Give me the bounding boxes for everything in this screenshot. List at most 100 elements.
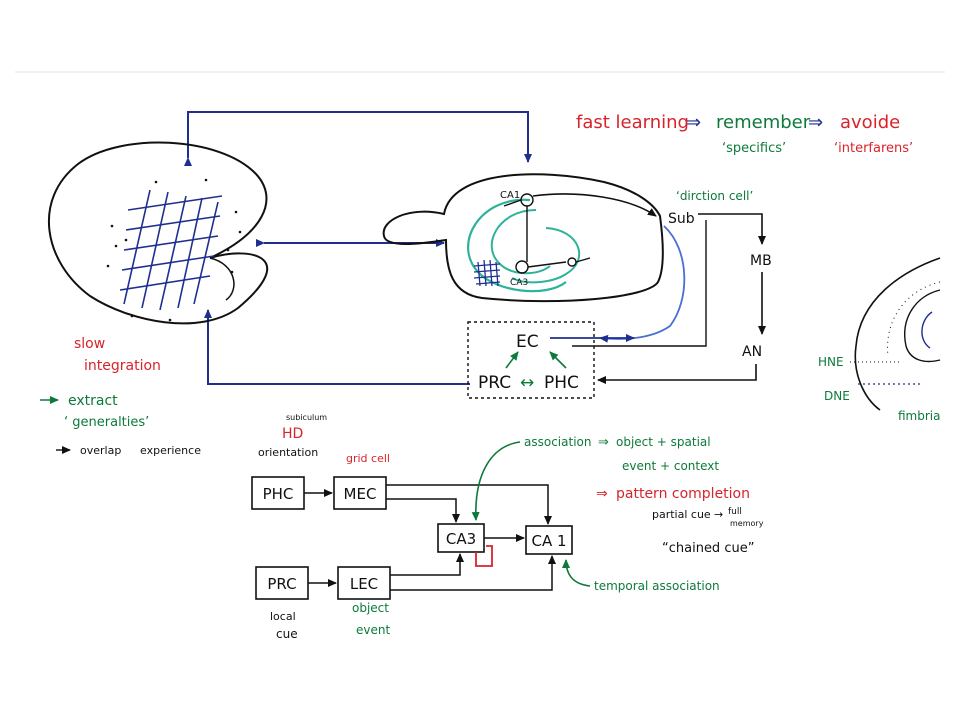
experience-text: experience — [140, 444, 201, 457]
mec-to-ca3-arrow — [386, 498, 460, 523]
sub-to-ec-blue-path — [599, 225, 686, 343]
hippocampus-sketch: CA1 CA3 — [382, 173, 686, 343]
right-hippo-inner2 — [921, 311, 933, 349]
ca1-box — [525, 525, 573, 555]
orientation-text: orientation — [258, 446, 318, 459]
bottom-loop-arrow — [204, 309, 470, 385]
event-text: event — [356, 623, 390, 637]
cortex-inner-fold — [209, 257, 235, 301]
interfarens-text: ‘interfarens’ — [834, 141, 913, 156]
cortex-notes: slow integration extract ‘ generalties’ … — [40, 336, 201, 457]
mec-box — [333, 476, 387, 510]
phc-label: PHC — [544, 373, 579, 393]
direction-cell-label: ‘dirction cell’ — [676, 189, 753, 203]
ec-label: EC — [516, 332, 539, 352]
local-text: local — [270, 610, 296, 623]
partial-cue-arrow: → — [714, 508, 723, 521]
overlap-text: overlap — [80, 444, 121, 457]
fimbria-label: fimbria — [898, 409, 941, 423]
pattern-completion-text: pattern completion — [616, 486, 750, 502]
ca3-box — [437, 523, 485, 553]
pattern-completion-arrow: ⇒ — [596, 486, 608, 502]
partial-cue-text: partial cue — [652, 508, 711, 521]
mec-to-ca1-arrow — [386, 484, 552, 525]
ca1-to-sub-line — [532, 193, 657, 217]
cue-text: cue — [276, 627, 298, 641]
sub-to-mb-arrow — [698, 213, 766, 245]
temporal-pointer — [562, 559, 591, 587]
prc-label: PRC — [478, 373, 511, 393]
grid-cell-lattice — [119, 189, 223, 311]
ca1-box-label: CA 1 — [531, 532, 566, 550]
cortex-outline — [47, 141, 269, 325]
extract-text: extract — [68, 393, 118, 409]
prc-phc-arrow: ↔ — [520, 373, 534, 393]
prc-box — [255, 566, 309, 600]
hne-label: HNE — [818, 355, 844, 369]
specifics-text: ‘specifics’ — [722, 141, 786, 156]
ec-region: EC PRC ↔ PHC — [467, 321, 595, 399]
hippocampus-outline — [382, 173, 664, 303]
mec-box-label: MEC — [344, 485, 377, 503]
object-text: object — [352, 601, 389, 615]
chained-cue-text: “chained cue” — [662, 541, 754, 556]
prc-to-ec-arrow — [505, 351, 519, 369]
phc-to-ec-arrow — [549, 351, 567, 369]
sub-label: Sub — [668, 211, 695, 227]
hippo-grid — [473, 259, 501, 287]
object-spatial-text: object + spatial — [616, 435, 711, 449]
lec-to-ca3-arrow — [390, 553, 464, 576]
blue-loop-arrows — [184, 111, 532, 385]
generalities-text: ‘ generalties’ — [64, 415, 149, 430]
dne-label: DNE — [824, 389, 850, 403]
ca3-box-label: CA3 — [446, 530, 476, 548]
grid-cell-text: grid cell — [346, 452, 390, 465]
ca3-recurrent-loop — [475, 545, 493, 567]
sub-feedback-line — [572, 220, 707, 347]
an-to-phc-arrow — [597, 364, 757, 384]
right-hippo-dots — [887, 281, 941, 357]
remember-text: remember — [716, 112, 811, 133]
top-loop-arrow — [184, 111, 532, 166]
dentate-gyrus — [511, 227, 581, 284]
papez-circuit: Sub ‘dirction cell’ MB AN — [550, 189, 772, 384]
ec-dotted-box — [467, 321, 595, 399]
right-hippo-inner — [904, 289, 941, 363]
phc-box-label: PHC — [263, 485, 294, 503]
top-right-note: fast learning ⇒ remember ⇒ avoide ‘speci… — [576, 112, 913, 156]
cortex-sketch — [47, 141, 269, 325]
right-edge-sketch: HNE DNE fimbria — [818, 257, 941, 423]
grid-cell-dots — [106, 178, 242, 322]
temporal-association-text: temporal association — [594, 579, 720, 593]
ca3-label: CA3 — [510, 278, 528, 288]
association-arrow: ⇒ — [598, 435, 609, 450]
arrow1-text: ⇒ — [686, 112, 701, 133]
ca-field-inner — [490, 209, 551, 275]
hd-text: HD — [282, 426, 303, 442]
an-label: AN — [742, 344, 762, 360]
dg-neuron — [567, 257, 591, 267]
integration-text: integration — [84, 358, 161, 374]
association-text: association — [524, 435, 591, 449]
ca3-neuron — [515, 260, 567, 274]
arrow2-text: ⇒ — [808, 112, 823, 133]
subiculum-text: subiculum — [286, 413, 327, 422]
lec-box-label: LEC — [350, 575, 378, 593]
ca1-label: CA1 — [500, 190, 520, 201]
fast-learning-text: fast learning — [576, 112, 689, 133]
ca1-neuron — [503, 193, 534, 262]
mb-label: MB — [750, 253, 772, 269]
circuit-diagram: subiculum HD orientation grid cell PHC M… — [251, 413, 764, 641]
avoide-text: avoide — [840, 112, 900, 133]
memory-text: memory — [730, 519, 764, 528]
association-pointer — [471, 441, 521, 521]
prc-box-label: PRC — [267, 575, 296, 593]
lec-to-ca1-arrow — [390, 555, 556, 591]
full-text: full — [728, 507, 742, 517]
right-hippo-outline — [854, 257, 941, 411]
lec-box — [337, 566, 391, 600]
phc-box — [251, 476, 305, 510]
slow-text: slow — [74, 336, 105, 352]
event-context-text: event + context — [622, 459, 719, 473]
